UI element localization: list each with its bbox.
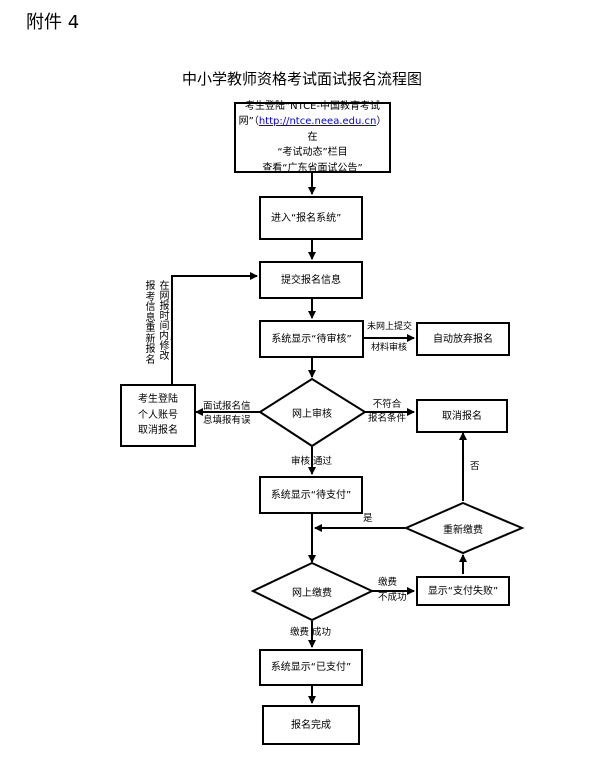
start-line4: 查看“广东省面试公告” <box>262 162 363 174</box>
repay-diamond <box>403 501 525 555</box>
start-box: 考生登陆“NTCE-中国教育考试 网”（http://ntce.neea.edu… <box>234 100 391 174</box>
submit-info-box: 提交报名信息 <box>259 261 363 299</box>
review-pass-label: 审核 通过 <box>291 456 333 467</box>
modify-label-left: 报考信息重新报名 <box>145 281 156 366</box>
yes-label: 是 <box>363 513 373 524</box>
materials-review-label: 材料审核 <box>371 343 408 353</box>
start-line1: 考生登陆“NTCE-中国教育考试 <box>244 100 381 112</box>
attachment-label: 附件 4 <box>26 12 80 33</box>
start-line3: “考试动态”栏目 <box>277 147 348 159</box>
info-error-label: 面试报名信 息填报有误 <box>203 401 251 427</box>
payment-failed-box: 显示“支付失败” <box>416 576 510 606</box>
online-review-diamond <box>258 377 367 448</box>
cancel-registration-box: 取消报名 <box>416 399 508 433</box>
pending-review-box: 系统显示“待审核” <box>259 320 364 358</box>
login-cancel-box: 考生登陆 个人账号 取消报名 <box>120 384 196 447</box>
pay-success-label: 缴费 成功 <box>290 627 332 638</box>
pay-fail-label: 缴费 不成功 <box>378 577 407 603</box>
no-label: 否 <box>470 461 480 472</box>
not-submit-label: 未网上提交 <box>367 322 413 332</box>
auto-abandon-box: 自动放弃报名 <box>416 322 510 356</box>
pending-payment-box: 系统显示“待支付” <box>259 476 363 514</box>
online-review-text: 网上审核 <box>292 408 332 420</box>
diagram-title: 中小学教师资格考试面试报名流程图 <box>181 70 422 88</box>
modify-label-right: 在网报时间内，修改 <box>159 281 179 362</box>
online-payment-diamond <box>250 561 375 622</box>
repay-text: 重新缴费 <box>443 524 483 536</box>
complete-box: 报名完成 <box>262 705 360 745</box>
start-line2: 网”（http://ntce.neea.edu.cn）在 <box>238 116 387 143</box>
arrow-login-cancel-to-submit <box>171 272 258 384</box>
online-payment-text: 网上缴费 <box>292 587 332 599</box>
enter-system-box: 进入“报名系统” <box>259 196 363 240</box>
paid-box: 系统显示“已支付” <box>259 649 363 686</box>
ntce-link[interactable]: http://ntce.neea.edu.cn <box>258 116 377 128</box>
not-meet-label: 不符合 报名条件 <box>368 399 407 425</box>
